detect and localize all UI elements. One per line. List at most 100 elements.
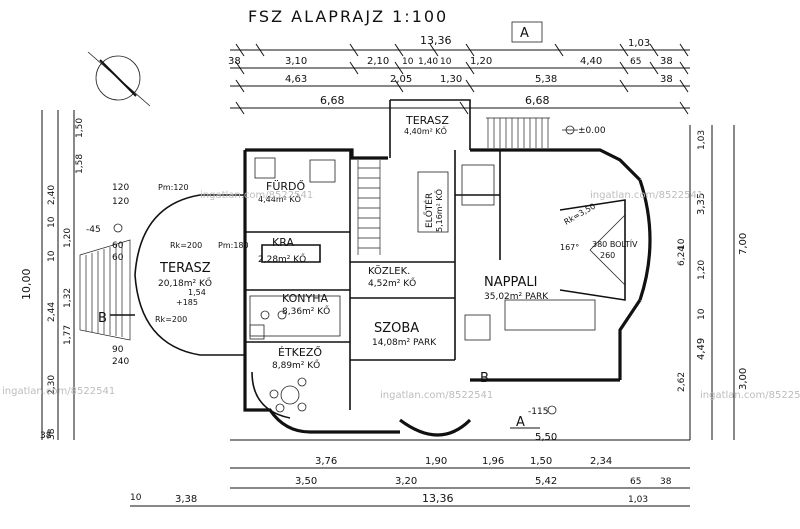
room-terasz-top: TERASZ 4,40m² KŐ xyxy=(404,114,449,136)
level-mark-bottom: -115 xyxy=(528,405,557,417)
misc-pm120: Pm:120 xyxy=(158,183,189,192)
room-terasz-left: TERASZ 20,18m² KŐ xyxy=(158,261,212,289)
dimension-left: 10,00 1,50 1,58 2,40 10 1,20 10 1,32 2,4… xyxy=(20,110,85,440)
misc-h260: 260 xyxy=(600,251,615,260)
room-kra-name: KRA xyxy=(272,236,294,249)
dim-bottom-2-2: 5,42 xyxy=(535,476,557,487)
room-etkezo: ÉTKEZŐ 8,89m² KŐ xyxy=(272,345,322,371)
dim-top-1-9: 38 xyxy=(660,56,673,67)
dim-top-2-1: 2,05 xyxy=(390,74,412,85)
watermarks: ingatlan.com/8522541 ingatlan.com/852254… xyxy=(2,190,800,401)
opening-label-2b: 60 xyxy=(112,253,124,263)
watermark-top-right: ingatlan.com/8522541 xyxy=(590,190,703,201)
room-terasz-top-name: TERASZ xyxy=(405,114,449,127)
misc-r: Rk=3,50 xyxy=(563,202,598,227)
room-furdo-area: 4,44m² KŐ xyxy=(258,194,301,204)
dim-bottom-2-4: 38 xyxy=(660,477,672,487)
room-szoba-name: SZOBA xyxy=(374,321,419,336)
dim-right-0: 1,03 xyxy=(697,130,707,150)
dim-right-9: 3,00 xyxy=(738,368,749,390)
room-kozlek: KÖZLEK. 4,52m² KŐ xyxy=(368,264,416,289)
dim-bottom-1-2: 1,96 xyxy=(482,456,504,467)
dim-bottom-3-1: 13,36 xyxy=(422,492,454,505)
room-furdo-name: FÜRDŐ xyxy=(266,179,305,193)
dim-bottom-small-2: 5,50 xyxy=(535,432,557,443)
dim-right-7: 10 xyxy=(697,308,707,320)
dim-left-1: 1,58 xyxy=(75,154,85,174)
opening-label-4a: 90 xyxy=(112,345,124,355)
section-mark-b-left: B xyxy=(98,311,135,326)
dim-left-8: 1,77 xyxy=(63,325,73,345)
dim-top-1-2: 2,10 xyxy=(367,56,389,67)
level-mark-left: -45 xyxy=(86,223,123,235)
dim-top-1-3: 10 xyxy=(402,57,414,67)
room-konyha-area: 8,36m² KŐ xyxy=(282,306,330,317)
dim-top-1-5: 10 xyxy=(440,57,452,67)
dim-left-6: 1,32 xyxy=(63,288,73,308)
dim-bottom-2-0: 3,50 xyxy=(295,476,317,487)
dim-left-3: 10 xyxy=(47,216,57,228)
watermark-right: ingatlan.com/8522541 xyxy=(700,390,800,401)
room-szoba-area: 14,08m² PARK xyxy=(372,338,437,348)
misc-pm180: Pm:180 xyxy=(218,241,249,250)
dimension-right: 1,03 3,35 10 1,20 6,24 7,00 2,62 10 4,49… xyxy=(677,125,749,440)
misc-rk200-a: Rk=200 xyxy=(170,241,202,250)
dim-right-3: 1,20 xyxy=(697,260,707,280)
room-terasz-left-name: TERASZ xyxy=(159,261,211,276)
living-bay xyxy=(559,199,626,301)
room-kra: KRA 2,28m² KŐ xyxy=(258,236,306,265)
room-nappali-name: NAPPALI xyxy=(484,275,537,290)
dim-left-2: 2,40 xyxy=(47,185,57,205)
room-kra-area: 2,28m² KŐ xyxy=(258,254,306,265)
svg-text:-115: -115 xyxy=(528,407,548,417)
dim-top-2-0: 4,63 xyxy=(285,74,307,85)
dim-top-2-4: 65 xyxy=(630,57,641,67)
room-terasz-top-area: 4,40m² KŐ xyxy=(404,126,447,136)
opening-label-1b: 120 xyxy=(112,197,129,207)
misc-ceiling: 380 BOLTÍV xyxy=(592,238,638,249)
room-etkezo-area: 8,89m² KŐ xyxy=(272,360,320,371)
terrace-stairs-left xyxy=(79,239,131,341)
dim-top-2-3: 5,38 xyxy=(535,74,557,85)
dimension-bottom: 38 5,50 3,76 1,90 1,96 1,50 2,34 3,50 3,… xyxy=(40,431,690,507)
room-nappali: NAPPALI 35,02m² PARK xyxy=(484,275,549,302)
section-mark-a-top: A xyxy=(511,21,543,43)
level-mark-top-right: ±0.00 xyxy=(562,125,606,136)
misc-plus185: +185 xyxy=(176,298,198,307)
opening-label-4b: 240 xyxy=(112,357,129,367)
svg-text:A: A xyxy=(516,415,525,430)
room-terasz-left-area: 20,18m² KŐ xyxy=(158,278,212,289)
dim-top-3-1: 6,68 xyxy=(525,94,550,107)
dim-top-1-6: 1,20 xyxy=(470,56,492,67)
room-etkezo-name: ÉTKEZŐ xyxy=(278,345,322,359)
dim-top-1-1: 3,10 xyxy=(285,56,307,67)
inner-walls xyxy=(245,99,501,410)
watermark-left: ingatlan.com/8522541 xyxy=(2,386,115,397)
dim-top-total: 13,36 xyxy=(420,34,452,47)
dim-right-8: 4,49 xyxy=(696,338,707,360)
dim-top-1-7: 4,40 xyxy=(580,56,602,67)
dim-bottom-3-0: 3,38 xyxy=(175,494,197,505)
room-furdo: FÜRDŐ 4,44m² KŐ xyxy=(258,179,305,204)
furniture xyxy=(249,157,596,341)
dim-left-4: 1,20 xyxy=(63,228,73,248)
dim-bottom-1-1: 1,90 xyxy=(425,456,447,467)
dim-left-10: 38 xyxy=(47,428,57,440)
misc-deg: 167° xyxy=(560,243,579,252)
opening-label-2a: 60 xyxy=(112,241,124,251)
dim-right-2: 10 xyxy=(677,238,687,250)
dim-bottom-small-1: 10 xyxy=(130,493,142,503)
section-mark-a-bottom: A xyxy=(510,415,540,430)
dim-top-1-0: 38 xyxy=(228,56,241,67)
section-mark-b-right: B xyxy=(480,371,489,386)
dim-top-2-5: 38 xyxy=(660,74,673,85)
dimension-top: 13,36 38 3,10 2,10 10 1,40 10 1,20 4,40 … xyxy=(228,34,690,115)
dim-right-5: 7,00 xyxy=(738,233,749,255)
dim-bottom-small-0: 38 xyxy=(40,431,52,441)
opening-label-1a: 120 xyxy=(112,183,129,193)
terrace-left-outline xyxy=(134,194,245,356)
svg-text:-45: -45 xyxy=(86,225,101,235)
plan-title: FSZ ALAPRAJZ 1:100 xyxy=(248,7,448,26)
north-arrow-icon xyxy=(87,51,151,107)
